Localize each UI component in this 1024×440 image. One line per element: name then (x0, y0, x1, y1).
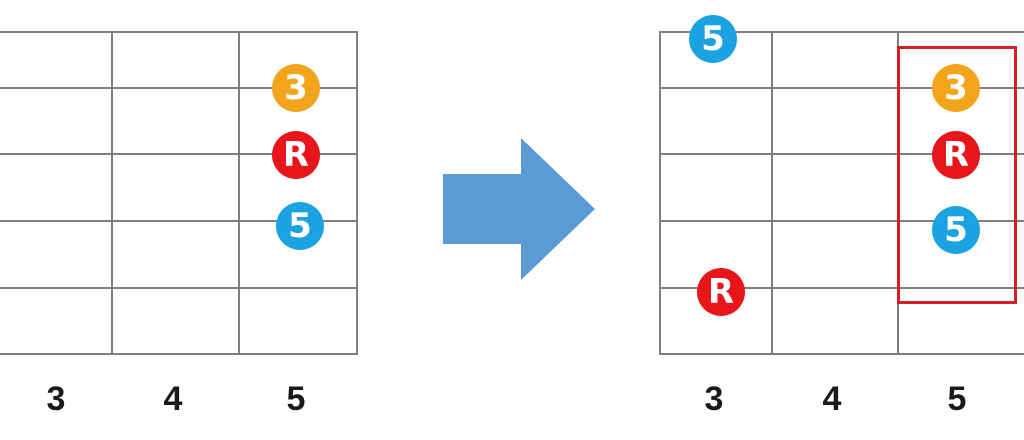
fret-line (771, 31, 773, 355)
string-line (0, 31, 358, 33)
string-line (0, 153, 358, 155)
string-line (0, 87, 358, 89)
fret-number: 4 (163, 380, 183, 418)
string-line (0, 220, 358, 222)
highlight-box (897, 46, 1017, 304)
string-line (659, 87, 1024, 89)
fifth-note-dot: 5 (689, 15, 737, 63)
fret-line (356, 31, 358, 355)
string-line (659, 153, 1024, 155)
fret-number: 4 (822, 380, 842, 418)
third-note-dot: 3 (272, 64, 320, 112)
string-line (0, 287, 358, 289)
fifth-note-dot: 5 (276, 202, 324, 250)
string-line (659, 31, 1024, 33)
fifth-note-dot: 5 (932, 206, 980, 254)
fret-number: 3 (46, 380, 66, 418)
fret-line (659, 31, 661, 355)
fret-line (238, 31, 240, 355)
fret-number: 5 (947, 380, 967, 418)
string-line (659, 353, 1024, 355)
fret-line (111, 31, 113, 355)
right-arrow-icon (443, 138, 595, 280)
string-line (659, 220, 1024, 222)
root-note-dot: R (932, 131, 980, 179)
fret-number: 5 (286, 380, 306, 418)
fret-number: 3 (704, 380, 724, 418)
string-line (659, 287, 1024, 289)
third-note-dot: 3 (932, 64, 980, 112)
root-note-dot: R (697, 268, 745, 316)
string-line (0, 353, 358, 355)
root-note-dot: R (272, 131, 320, 179)
